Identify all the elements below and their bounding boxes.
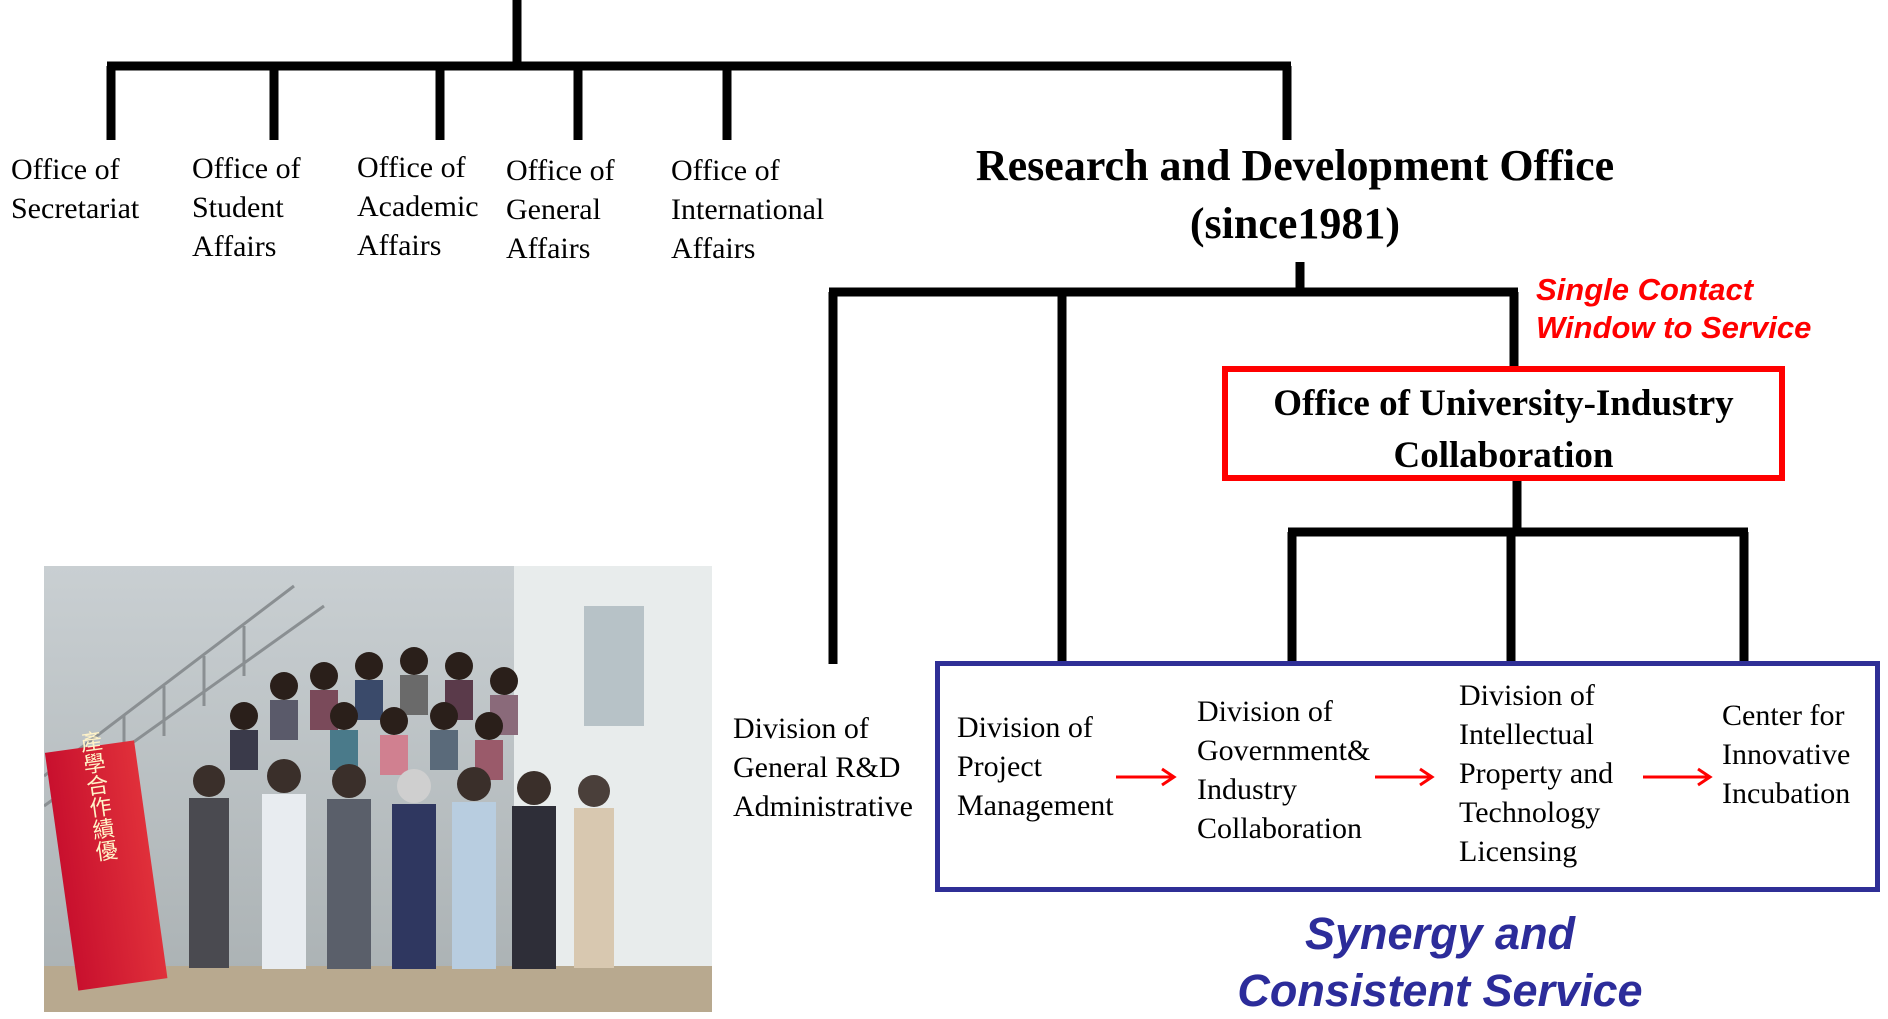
division-ip-licensing: Division of Intellectual Property and Te… [1459,679,1614,868]
single-contact-note: Single Contact Window to Service [1536,272,1812,345]
division-project-management: Division of Project Management [957,711,1114,822]
synergy-box [935,661,1880,892]
office-student-affairs: Office of Student Affairs [192,152,301,263]
group-photo-image: 產學合作績優 [44,566,712,1012]
division-general-rd: Division of General R&D Administrative [733,712,913,823]
center-innovative-incubation: Center for Innovative Incubation [1722,699,1851,810]
uic-office-title: Office of University-Industry Collaborat… [1273,383,1734,476]
office-international-affairs: Office of International Affairs [671,154,825,265]
office-general-affairs: Office of General Affairs [506,154,615,265]
office-secretariat: Office of Secretariat [11,153,140,225]
uic-office-box [1222,366,1785,481]
rd-office-title: Research and Development Office (since19… [975,141,1615,248]
synergy-caption: Synergy and Consistent Service [1237,908,1643,1016]
office-academic-affairs: Office of Academic Affairs [357,151,479,262]
group-photo: 產學合作績優 [44,566,712,1012]
division-government-industry: Division of Government& Industry Collabo… [1197,695,1371,845]
